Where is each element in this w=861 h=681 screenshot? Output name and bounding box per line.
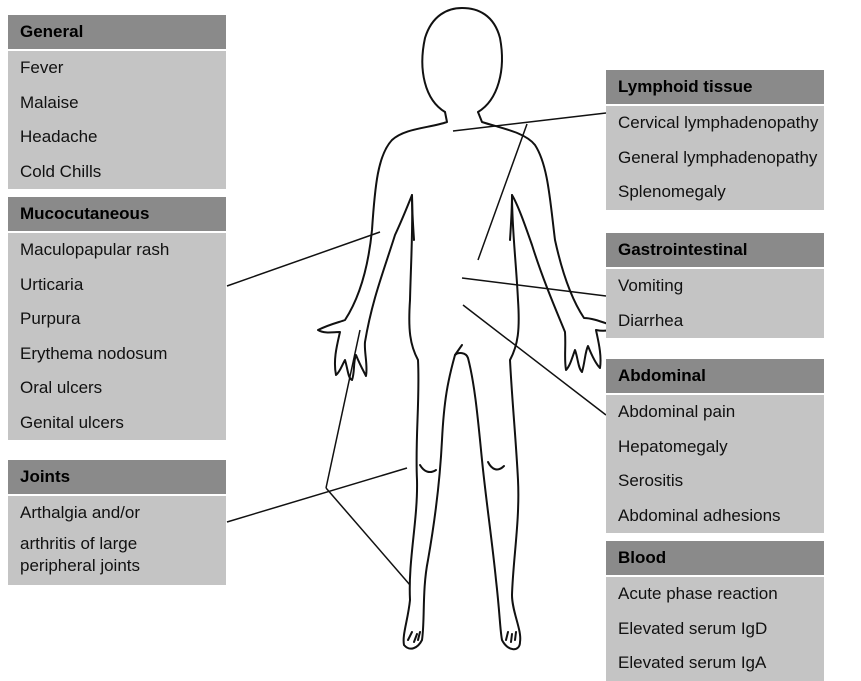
panel-items: Cervical lymphadenopathy General lymphad… bbox=[606, 104, 824, 210]
panel-title: Blood bbox=[606, 541, 824, 575]
connector-lymphoid-neck bbox=[453, 113, 606, 131]
list-item: Fever bbox=[8, 51, 226, 86]
list-item: Acute phase reaction bbox=[606, 577, 824, 612]
connector-joints-ankle bbox=[326, 488, 410, 585]
list-item: Serositis bbox=[606, 464, 824, 499]
panel-title: Gastrointestinal bbox=[606, 233, 824, 267]
list-item: arthritis of large peripheral joints bbox=[8, 531, 226, 585]
panel-abdominal: Abdominal Abdominal pain Hepatomegaly Se… bbox=[606, 359, 824, 533]
list-item: Cervical lymphadenopathy bbox=[606, 106, 824, 141]
panel-title: Abdominal bbox=[606, 359, 824, 393]
panel-title: Mucocutaneous bbox=[8, 197, 226, 231]
panel-blood: Blood Acute phase reaction Elevated seru… bbox=[606, 541, 824, 681]
list-item: Hepatomegaly bbox=[606, 430, 824, 465]
list-item: Arthalgia and/or bbox=[8, 496, 226, 531]
body-outline bbox=[318, 112, 614, 649]
panel-gastrointestinal: Gastrointestinal Vomiting Diarrhea bbox=[606, 233, 824, 338]
panel-items: Fever Malaise Headache Cold Chills bbox=[8, 49, 226, 189]
panel-lymphoid-tissue: Lymphoid tissue Cervical lymphadenopathy… bbox=[606, 70, 824, 210]
panel-items: Arthalgia and/or arthritis of large peri… bbox=[8, 494, 226, 585]
connector-gastro bbox=[462, 278, 606, 296]
connector-joints-wrist bbox=[326, 330, 360, 488]
list-item: Vomiting bbox=[606, 269, 824, 304]
connector-mucocutaneous-arm bbox=[227, 232, 380, 286]
panel-items: Vomiting Diarrhea bbox=[606, 267, 824, 338]
panel-items: Maculopapular rash Urticaria Purpura Ery… bbox=[8, 231, 226, 440]
list-item: Maculopapular rash bbox=[8, 233, 226, 268]
list-item: Headache bbox=[8, 120, 226, 155]
list-item: Cold Chills bbox=[8, 155, 226, 190]
list-item: Urticaria bbox=[8, 268, 226, 303]
list-item: Purpura bbox=[8, 302, 226, 337]
panel-joints: Joints Arthalgia and/or arthritis of lar… bbox=[8, 460, 226, 585]
panel-title: Joints bbox=[8, 460, 226, 494]
panel-title: General bbox=[8, 15, 226, 49]
list-item: Elevated serum IgD bbox=[606, 612, 824, 647]
panel-items: Acute phase reaction Elevated serum IgD … bbox=[606, 575, 824, 681]
head-outline bbox=[422, 8, 502, 112]
list-item: Diarrhea bbox=[606, 304, 824, 339]
list-item: Malaise bbox=[8, 86, 226, 121]
list-item: Abdominal pain bbox=[606, 395, 824, 430]
connector-lymphoid-spleen bbox=[478, 124, 527, 260]
panel-items: Abdominal pain Hepatomegaly Serositis Ab… bbox=[606, 393, 824, 533]
list-item: General lymphadenopathy bbox=[606, 141, 824, 176]
list-item: Erythema nodosum bbox=[8, 337, 226, 372]
list-item: Elevated serum IgA bbox=[606, 646, 824, 681]
list-item: Splenomegaly bbox=[606, 175, 824, 210]
panel-mucocutaneous: Mucocutaneous Maculopapular rash Urticar… bbox=[8, 197, 226, 440]
panel-title: Lymphoid tissue bbox=[606, 70, 824, 104]
panel-general: General Fever Malaise Headache Cold Chil… bbox=[8, 15, 226, 189]
list-item: Genital ulcers bbox=[8, 406, 226, 441]
list-item: Abdominal adhesions bbox=[606, 499, 824, 534]
list-item: Oral ulcers bbox=[8, 371, 226, 406]
connector-joints-knee bbox=[227, 468, 407, 522]
